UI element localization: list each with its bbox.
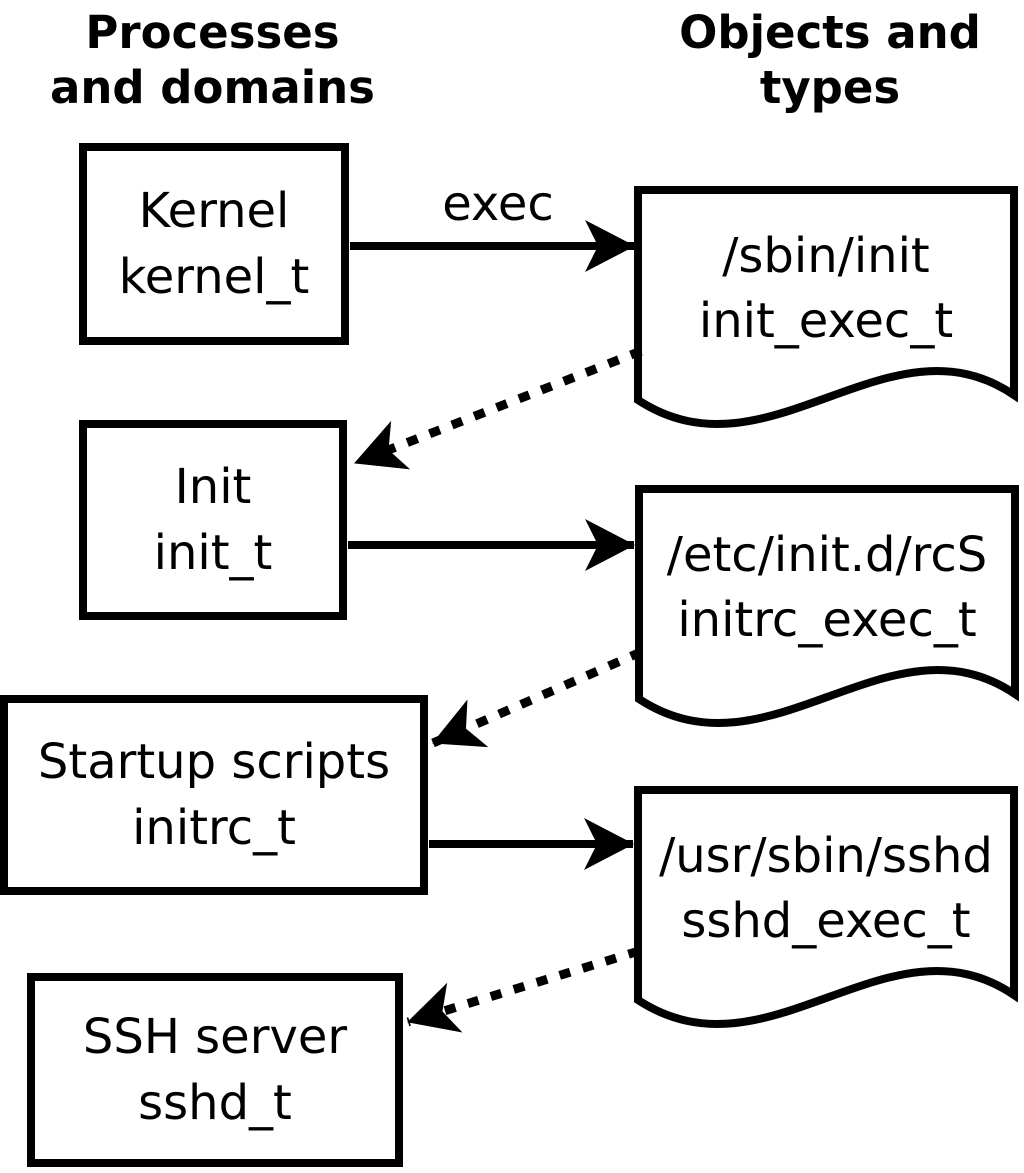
process-name: Kernel <box>138 182 290 239</box>
column-header-objects-line2: types <box>759 60 901 114</box>
process-name: Init <box>174 458 252 515</box>
column-header-processes-line1: Processes <box>85 6 340 59</box>
document-shape-sbin-init <box>634 186 1018 428</box>
process-domain-type: initrc_t <box>132 800 296 856</box>
column-header-objects-line1: Objects and <box>679 6 981 59</box>
dotted-arrow-rcs-to-initrc <box>431 647 643 748</box>
process-box-startup-scripts: Startup scripts initrc_t <box>0 695 428 895</box>
column-header-objects: Objects and types <box>632 6 1024 116</box>
document-shape-usr-sbin-sshd <box>634 786 1018 1028</box>
document-shape-etc-initd-rcs <box>635 485 1019 727</box>
process-domain-type: sshd_t <box>138 1075 292 1131</box>
dotted-arrow-sshd-exec-to-sshd <box>406 946 641 1033</box>
process-domain-type: init_t <box>153 525 273 581</box>
process-domain-type: kernel_t <box>118 249 310 305</box>
process-name: Startup scripts <box>37 733 391 790</box>
process-box-init: Init init_t <box>79 420 347 620</box>
dotted-arrow-sbin-init-to-init <box>353 346 643 470</box>
process-box-ssh-server: SSH server sshd_t <box>27 973 403 1167</box>
column-header-processes: Processes and domains <box>15 6 410 116</box>
exec-arrow-label: exec <box>442 176 554 232</box>
process-box-kernel: Kernel kernel_t <box>79 143 349 345</box>
column-header-processes-line2: and domains <box>50 60 375 114</box>
process-name: SSH server <box>82 1008 348 1065</box>
